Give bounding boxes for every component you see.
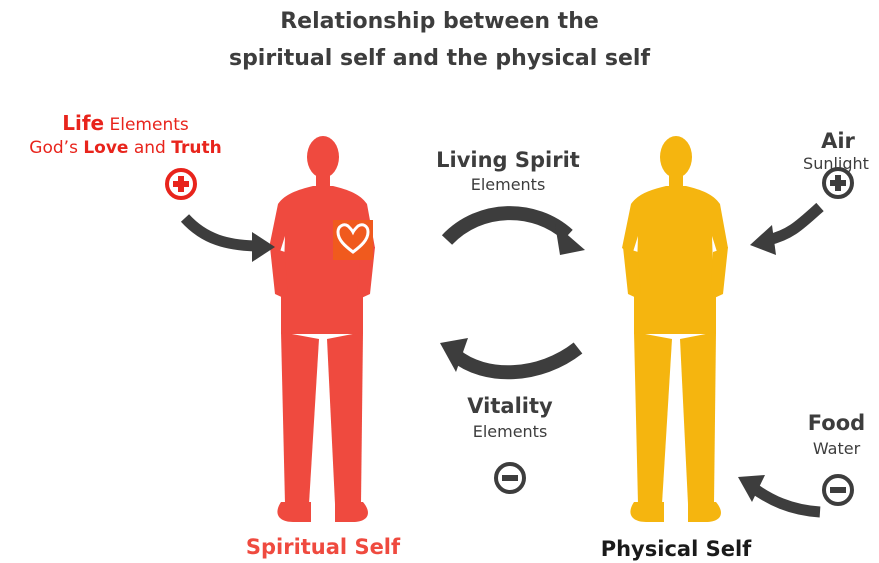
vitality-minus-icon bbox=[494, 462, 526, 494]
life-elements-label: Life Elements bbox=[0, 110, 251, 138]
vitality-arrowhead bbox=[440, 338, 468, 372]
physical-self-figure bbox=[622, 136, 728, 522]
vitality-arrow bbox=[450, 342, 583, 380]
sunlight-label: Sunlight bbox=[803, 154, 869, 173]
life-label-bold: Life bbox=[62, 111, 105, 135]
spiritual-self-label: Spiritual Self bbox=[245, 535, 401, 559]
life-arrowhead bbox=[252, 232, 275, 262]
life-elements-sublabel: God’s Love and Truth bbox=[0, 136, 251, 160]
life-plus-icon bbox=[165, 168, 197, 200]
diagram-title-line-2: spiritual self and the physical self bbox=[228, 46, 651, 71]
love-label: Love bbox=[83, 138, 129, 158]
physical-self-label: Physical Self bbox=[600, 537, 752, 561]
food-minus-icon bbox=[822, 474, 854, 506]
vitality-label: Vitality bbox=[467, 394, 553, 418]
vitality-sublabel: Elements bbox=[472, 422, 548, 441]
living-spirit-label: Living Spirit bbox=[436, 148, 580, 172]
living-spirit-arrow bbox=[441, 206, 573, 246]
living-spirit-arrowhead bbox=[555, 224, 585, 255]
life-sub-prefix: God’s bbox=[29, 138, 84, 158]
air-label: Air bbox=[821, 129, 855, 153]
living-spirit-sublabel: Elements bbox=[470, 175, 546, 194]
life-arrow bbox=[180, 214, 256, 252]
air-plus-icon bbox=[822, 167, 854, 199]
truth-label: Truth bbox=[171, 138, 222, 158]
life-sub-and: and bbox=[128, 138, 172, 158]
food-arrow bbox=[748, 482, 821, 518]
air-arrow bbox=[766, 202, 824, 246]
spiritual-self-figure bbox=[269, 136, 375, 522]
life-label-rest: Elements bbox=[104, 115, 189, 135]
food-arrowhead bbox=[738, 475, 765, 502]
diagram-title-line-1: Relationship between the bbox=[280, 9, 599, 34]
heart-icon bbox=[336, 223, 370, 254]
water-label: Water bbox=[812, 439, 861, 458]
food-label: Food bbox=[807, 411, 866, 435]
air-arrowhead bbox=[750, 225, 776, 255]
